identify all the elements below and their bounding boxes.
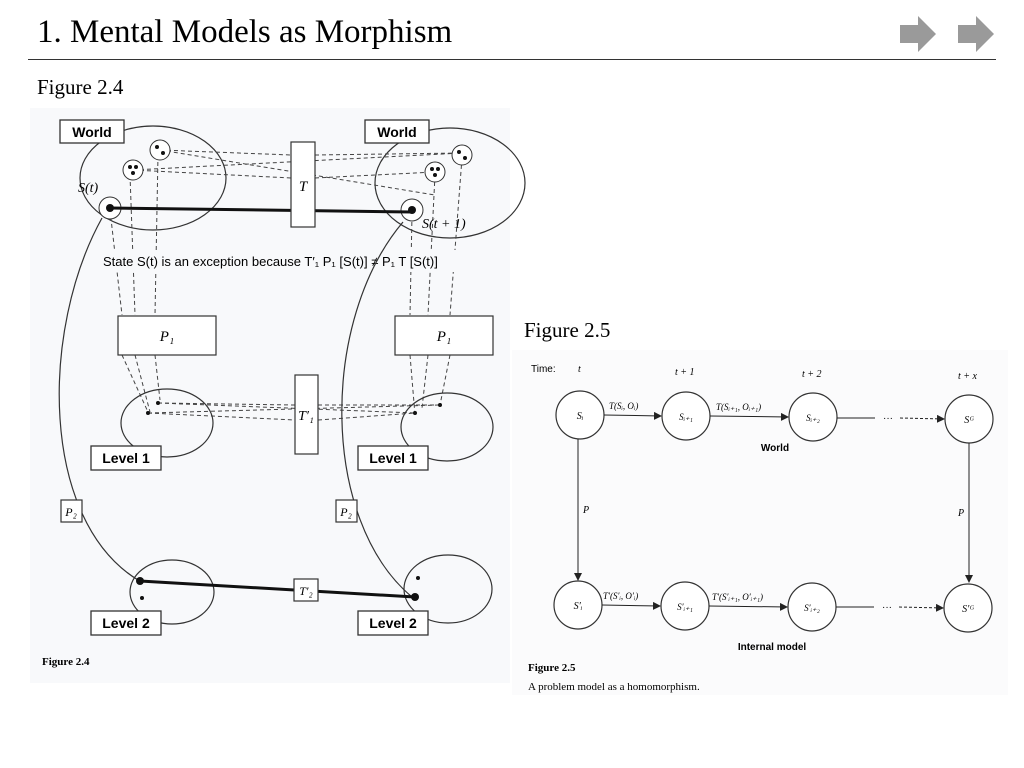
transform-t-box (290, 141, 316, 228)
world-left-ellipse (79, 125, 227, 231)
model-node-si1-label: S′ᵢ₊₁ (677, 602, 693, 612)
world-node-sg-label: Sᴳ (964, 415, 974, 426)
world-ellipsis: ··· (883, 413, 893, 424)
transform-t-label: T (299, 179, 309, 195)
transform-t2-label: T′₂ (299, 584, 312, 598)
model-node-sg (943, 583, 993, 633)
level1-left-label: Level 1 (102, 450, 150, 466)
world-right-label: World (377, 124, 416, 140)
figure-2-5-caption: Figure 2.5 (524, 318, 611, 342)
state-right-label: S(t + 1) (422, 217, 466, 232)
time-label: Time: (531, 364, 556, 375)
model-edge-1 (601, 601, 661, 610)
model-node-si2-label: S′ᵢ₊₂ (804, 603, 820, 613)
figure-2-5-description: A problem model as a homomorphism. (528, 681, 700, 693)
p2-left-label: P₂ (64, 505, 77, 519)
world-node-si2-label: Sᵢ₊₂ (806, 413, 820, 423)
model-edge-1-label: T′(S′ᵢ, O′ᵢ) (603, 591, 638, 601)
p2-left-box (60, 499, 83, 523)
p2-right-label: P₂ (339, 505, 352, 519)
level1-right-ellipse (400, 392, 494, 462)
nav-next-button[interactable] (956, 14, 996, 54)
transform-t2-box (293, 578, 319, 602)
transform-t1-box (294, 374, 319, 455)
model-edge-2 (708, 602, 788, 611)
level1-left-ellipse (120, 388, 214, 458)
level2-right-label: Level 2 (369, 615, 417, 631)
p1-left-label: P₁ (159, 329, 174, 345)
level2-transition-line (139, 579, 416, 599)
title-divider (28, 59, 996, 60)
world-node-si1-label: Sᵢ₊₁ (679, 412, 693, 422)
time-tx: t + x (958, 371, 978, 382)
level1-left-box (90, 445, 162, 471)
level2-left-ellipse (129, 559, 215, 625)
p2-left-arc (58, 217, 139, 581)
time-t1: t + 1 (675, 367, 695, 378)
p2-right-arc (341, 221, 413, 598)
level1-right-label: Level 1 (369, 450, 417, 466)
world-right-states (400, 144, 473, 222)
arrow-right-icon (900, 16, 936, 52)
level2-left-box (90, 610, 162, 636)
p2-right-box (335, 499, 358, 523)
world-edge-2 (709, 412, 789, 421)
p-right-label: P (957, 508, 964, 519)
world-node-si-label: Sᵢ (577, 411, 584, 422)
p1-left-box (117, 315, 217, 356)
level2-left-label: Level 2 (102, 615, 150, 631)
level1-right-box (357, 445, 429, 471)
state-left-label: S(t) (78, 181, 99, 196)
model-node-si-label: S′ᵢ (574, 601, 583, 612)
nav-prev-button[interactable] (898, 14, 938, 54)
p-left-label: P (582, 505, 589, 516)
model-row-label: Internal model (738, 642, 807, 653)
time-t2: t + 2 (802, 369, 822, 380)
level2-right-box (357, 610, 429, 636)
level2-right-ellipse (403, 554, 493, 624)
world-node-si2 (788, 392, 838, 442)
world-row-label: World (761, 443, 789, 454)
world-right-ellipse (374, 127, 526, 239)
world-edge-1-label: T(Sᵢ, Oᵢ) (609, 401, 638, 411)
figure-2-4-caption: Figure 2.4 (37, 75, 124, 99)
time-t: t (578, 364, 581, 375)
p1-right-label: P₁ (436, 329, 451, 345)
world-edge-1 (603, 411, 662, 420)
model-edge-2-label: T′(S′ᵢ₊₁, O′ᵢ₊₁) (712, 592, 763, 602)
model-edge-3b (898, 603, 944, 612)
transform-t1-label: T′₁ (298, 409, 314, 424)
figure-2-4-label: Figure 2.4 (42, 656, 90, 668)
exception-text: State S(t) is an exception because T′₁ P… (103, 254, 438, 269)
arrow-right-icon (958, 16, 994, 52)
p1-right-box (394, 315, 494, 356)
world-left-label: World (72, 124, 111, 140)
figure-2-5-label: Figure 2.5 (528, 662, 576, 674)
world-left-box (59, 119, 125, 144)
world-edge-2-label: T(Sᵢ₊₁, Oᵢ₊₁) (716, 402, 761, 412)
world-right-box (364, 119, 430, 144)
world-edge-3b (899, 414, 945, 423)
slide-title: 1. Mental Models as Morphism (37, 14, 453, 50)
model-node-sg-label: S′ᴳ (962, 604, 974, 615)
model-ellipsis: ··· (882, 602, 892, 613)
state-transition-line (109, 206, 413, 214)
exception-text-bg (100, 250, 500, 272)
